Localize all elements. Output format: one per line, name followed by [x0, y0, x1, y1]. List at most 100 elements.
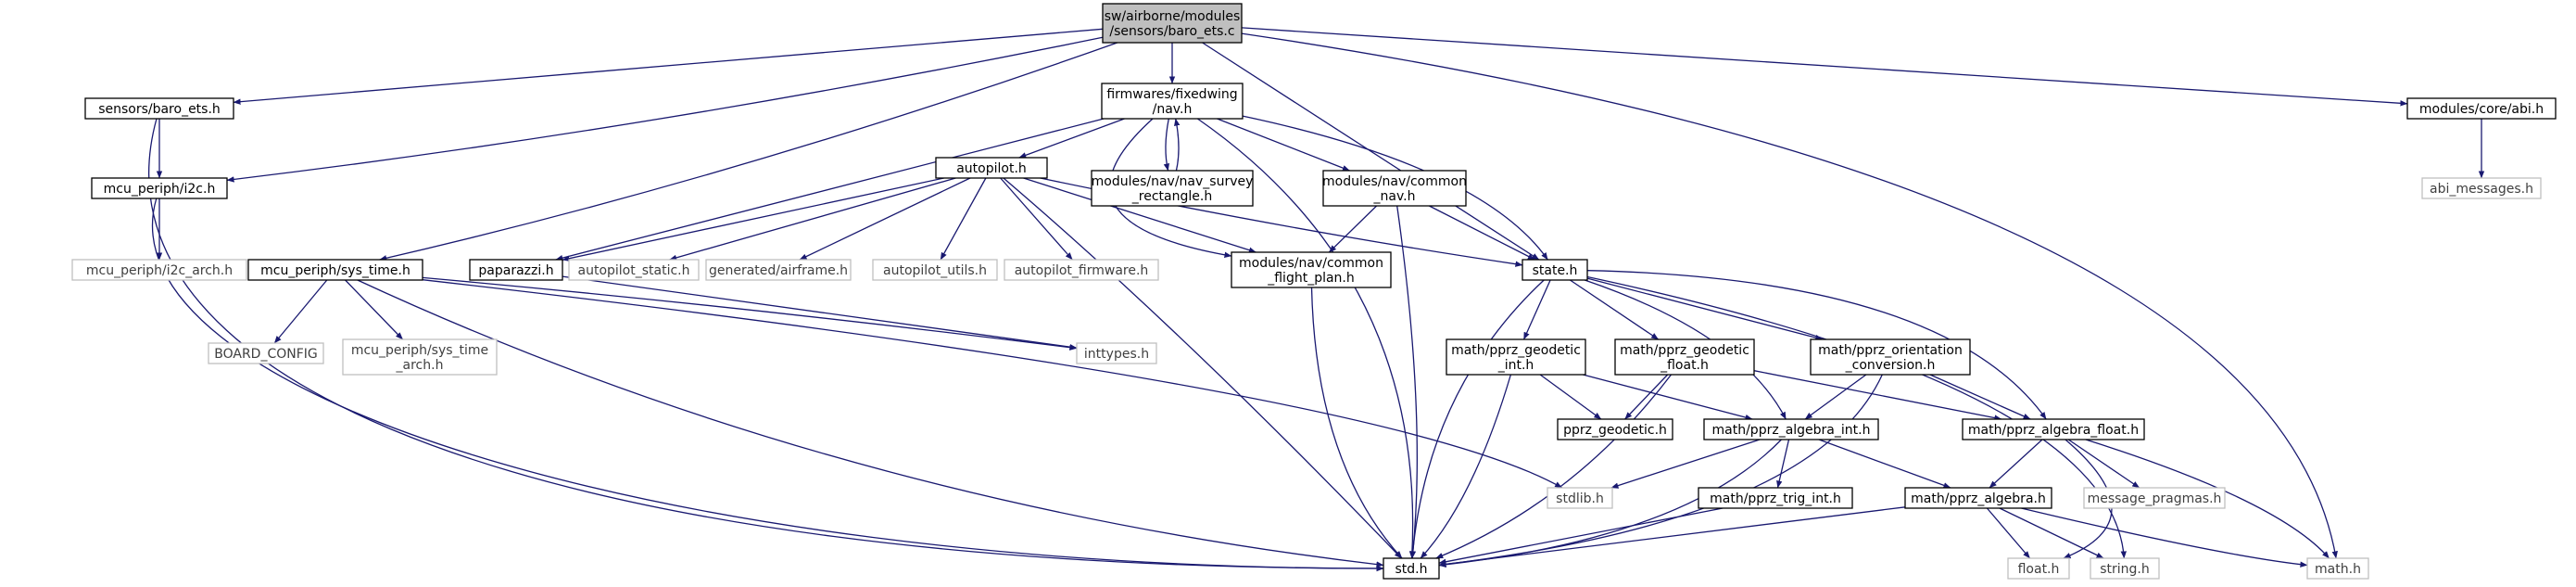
- node-algebra-h[interactable]: math/pprz_algebra.h: [1904, 487, 2052, 509]
- edge-common_nav_h-to-std_h: [1396, 205, 1418, 559]
- node-label: _int.h: [1497, 358, 1534, 373]
- node-baro-ets-c[interactable]: sw/airborne/modules/sensors/baro_ets.c: [1102, 3, 1243, 44]
- node-box: [1322, 170, 1467, 207]
- node-box: [2083, 487, 2226, 509]
- edge-fixedwing_nav_h-to-paparazzi_h: [555, 118, 1105, 262]
- node-label: firmwares/fixedwing: [1106, 87, 1237, 102]
- edge-state_h-to-string_h: [1586, 275, 2127, 559]
- node-sys-time-arch-h: mcu_periph/sys_time_arch.h: [342, 338, 498, 376]
- edge-autopilot_h-to-autopilot_firmware_h: [1000, 177, 1073, 261]
- node-orientation-h[interactable]: math/pprz_orientation_conversion.h: [1810, 338, 1971, 376]
- node-box: [1557, 418, 1673, 440]
- node-label: float.h: [2018, 562, 2060, 577]
- node-sys-time-h[interactable]: mcu_periph/sys_time.h: [247, 259, 423, 281]
- node-inttypes-h: inttypes.h: [1076, 342, 1157, 364]
- node-trig-int-h[interactable]: math/pprz_trig_int.h: [1698, 487, 1853, 509]
- node-box: [1231, 251, 1392, 288]
- node-label: math/pprz_geodetic: [1451, 343, 1581, 358]
- node-label: autopilot_firmware.h: [1015, 263, 1149, 278]
- edge-autopilot_h-to-autopilot_utils_h: [940, 177, 987, 261]
- node-autopilot-static-h: autopilot_static.h: [568, 259, 700, 281]
- node-pprz-geodetic-h[interactable]: pprz_geodetic.h: [1557, 418, 1673, 440]
- node-common-flight-plan-h[interactable]: modules/nav/common_flight_plan.h: [1231, 251, 1392, 288]
- edge-baro_ets_c-to-core_abi_h: [1241, 27, 2408, 107]
- node-label: message_pragmas.h: [2088, 491, 2222, 506]
- node-label: _nav.h: [1373, 189, 1416, 204]
- node-box: [1698, 487, 1853, 509]
- edge-common_nav_h-to-common_flight_plan_h: [1328, 205, 1378, 253]
- node-label: autopilot_utils.h: [883, 263, 987, 278]
- edge-baro_ets_c-to-sys_time_h: [379, 42, 1118, 262]
- node-label: inttypes.h: [1084, 347, 1149, 362]
- node-autopilot-utils-h: autopilot_utils.h: [872, 259, 998, 281]
- node-box: [84, 97, 234, 120]
- edge-trig_int_h-to-std_h: [1438, 507, 1724, 565]
- node-paparazzi-h[interactable]: paparazzi.h: [469, 259, 563, 281]
- node-fixedwing-nav-h[interactable]: firmwares/fixedwing/nav.h: [1101, 83, 1244, 120]
- node-i2c-h[interactable]: mcu_periph/i2c.h: [91, 177, 228, 199]
- node-algebra-float-h[interactable]: math/pprz_algebra_float.h: [1962, 418, 2145, 440]
- edge-state_h-to-orientation_h: [1586, 277, 1824, 341]
- edge-sys_time_h-to-std_h: [357, 279, 1384, 568]
- edge-autopilot_h-to-paparazzi_h: [562, 177, 944, 262]
- edge-algebra_h-to-math_h: [2021, 507, 2308, 568]
- node-box: [1101, 83, 1244, 120]
- edge-geodetic_float_h-to-pprz_geodetic_h: [1624, 374, 1669, 420]
- edge-geodetic_float_h-to-std_h: [1435, 374, 1673, 559]
- node-label: math/pprz_geodetic: [1620, 343, 1749, 358]
- node-string-h: string.h: [2090, 557, 2160, 580]
- node-label: sensors/baro_ets.h: [98, 102, 221, 117]
- node-box: [1446, 338, 1586, 376]
- node-label: mcu_periph/i2c_arch.h: [86, 263, 233, 278]
- node-state-h[interactable]: state.h: [1522, 259, 1588, 281]
- node-box: [2406, 97, 2557, 120]
- edge-paparazzi_h-to-inttypes_h: [562, 275, 1078, 351]
- node-math-h: math.h: [2306, 557, 2369, 580]
- node-label: math/pprz_algebra.h: [1911, 491, 2046, 506]
- node-box: [935, 157, 1048, 179]
- node-common-nav-h[interactable]: modules/nav/common_nav.h: [1322, 170, 1467, 207]
- node-message-pragmas-h: message_pragmas.h: [2083, 487, 2226, 509]
- edge-geodetic_float_h-to-algebra_float_h: [1753, 370, 2002, 421]
- edge-baro_ets_c-to-i2c_h: [226, 36, 1104, 183]
- node-box: [1091, 170, 1254, 207]
- node-i2c-arch-h: mcu_periph/i2c_arch.h: [71, 259, 247, 281]
- node-box: [2090, 557, 2160, 580]
- node-box: [568, 259, 700, 281]
- node-nav-survey-h[interactable]: modules/nav/nav_survey_rectangle.h: [1091, 170, 1254, 207]
- edge-algebra_h-to-string_h: [1999, 507, 2104, 559]
- node-label: modules/nav/common: [1322, 174, 1467, 189]
- edge-algebra_float_h-to-algebra_h: [1989, 439, 2043, 489]
- node-geodetic-int-h[interactable]: math/pprz_geodetic_int.h: [1446, 338, 1586, 376]
- edge-fixedwing_nav_h-to-std_h: [1197, 118, 1416, 559]
- edge-orientation_h-to-std_h: [1438, 374, 1883, 568]
- node-box: [2007, 557, 2070, 580]
- edge-state_h-to-algebra_float_h: [1586, 270, 2047, 420]
- node-algebra-int-h[interactable]: math/pprz_algebra_int.h: [1703, 418, 1879, 440]
- node-autopilot-h[interactable]: autopilot.h: [935, 157, 1048, 179]
- edge-algebra_h-to-std_h: [1438, 506, 1906, 568]
- node-label: string.h: [2100, 562, 2150, 577]
- edge-fixedwing_nav_h-to-nav_survey_h: [1163, 118, 1169, 172]
- node-label: state.h: [1533, 263, 1578, 278]
- node-box: [2421, 177, 2542, 199]
- node-box: [705, 259, 852, 281]
- node-box: [91, 177, 228, 199]
- node-airframe-h: generated/airframe.h: [705, 259, 852, 281]
- node-label: /nav.h: [1153, 102, 1193, 117]
- node-box: [71, 259, 247, 281]
- node-label: math.h: [2315, 562, 2361, 577]
- node-label: mcu_periph/sys_time: [351, 343, 488, 358]
- node-core-abi-h[interactable]: modules/core/abi.h: [2406, 97, 2557, 120]
- edge-common_flight_plan_h-to-std_h: [1310, 287, 1403, 559]
- node-label: modules/nav/nav_survey: [1092, 174, 1254, 189]
- node-label: modules/nav/common: [1239, 256, 1383, 271]
- node-geodetic-float-h[interactable]: math/pprz_geodetic_float.h: [1614, 338, 1755, 376]
- node-label: modules/core/abi.h: [2419, 102, 2544, 117]
- node-box: [247, 259, 423, 281]
- edge-autopilot_h-to-airframe_h: [799, 177, 971, 261]
- node-std-h[interactable]: std.h: [1383, 557, 1440, 580]
- node-sensors-baro-ets-h[interactable]: sensors/baro_ets.h: [84, 97, 234, 120]
- edge-algebra_float_h-to-math_h: [2085, 439, 2330, 559]
- edge-baro_ets_c-to-sensors_baro_ets_h: [233, 28, 1104, 105]
